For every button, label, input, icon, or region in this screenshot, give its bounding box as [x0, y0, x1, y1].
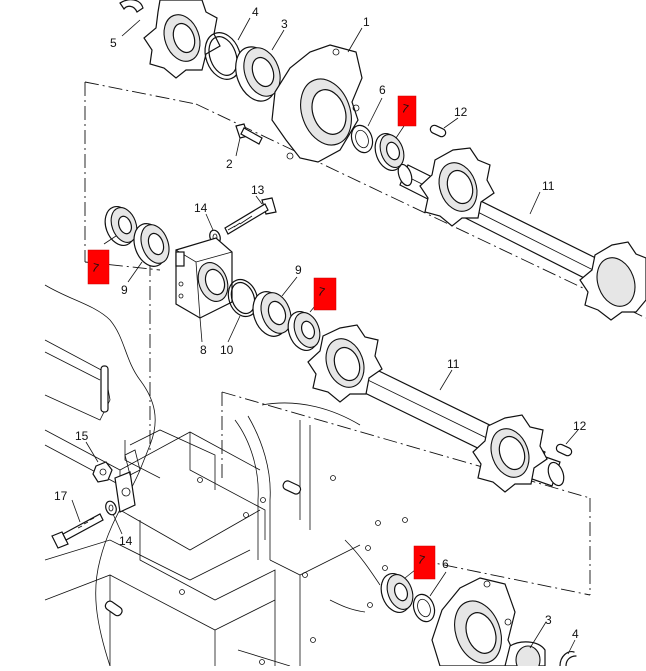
callout-12-lower: 12	[573, 419, 587, 433]
bolt-13	[224, 197, 277, 235]
callout-13: 13	[251, 183, 265, 197]
bearing-housing	[175, 237, 233, 319]
callout-1: 1	[363, 15, 370, 29]
seal-upper-right	[374, 133, 405, 171]
highlight-box-7-upper	[397, 95, 417, 127]
callout-2: 2	[226, 157, 233, 171]
highlight-box-7-lower	[413, 545, 436, 580]
callout-7-upper: 7	[400, 101, 410, 116]
flange-housing-upper	[271, 44, 363, 163]
sprocket-upper-left	[419, 147, 495, 227]
bearing-middle	[252, 291, 292, 337]
callout-15: 15	[75, 429, 89, 443]
bearing-upper	[235, 46, 281, 102]
callout-3: 3	[281, 17, 288, 31]
seal-middle	[287, 311, 321, 351]
spacer-ring-lower	[412, 593, 436, 623]
seal-left	[104, 206, 138, 246]
sprocket-top	[119, 0, 221, 79]
spacer-ring-upper	[350, 124, 374, 154]
assembly-boundary-lower	[221, 391, 591, 596]
callout-11: 11	[542, 179, 555, 193]
key-upper	[429, 124, 447, 138]
highlight-boxes	[87, 95, 436, 580]
key-lower	[555, 443, 573, 457]
callout-17: 17	[54, 489, 68, 503]
sprocket-lower-left	[307, 324, 383, 403]
callout-14-lower: 14	[119, 534, 133, 548]
callout-5: 5	[110, 36, 117, 50]
callout-4: 4	[252, 5, 259, 19]
bolt-upper	[235, 123, 263, 145]
bearing-lower	[504, 641, 546, 671]
callout-9-middle: 9	[295, 263, 302, 277]
callout-7-left: 7	[90, 260, 100, 275]
highlight-box-7-middle	[313, 277, 337, 311]
callout-3-lower: 3	[545, 613, 552, 627]
sprocket-upper-right	[579, 241, 646, 321]
washer-14-lower	[105, 500, 117, 516]
circlip-upper	[204, 32, 242, 80]
callout-12: 12	[454, 105, 468, 119]
callout-9-left: 9	[121, 283, 128, 297]
bolt-17	[51, 513, 104, 549]
callout-10: 10	[220, 343, 234, 357]
assembly-boundary-upper	[84, 81, 646, 450]
seal-lower	[380, 573, 414, 613]
callout-7-lower: 7	[416, 552, 426, 567]
bearing-left	[133, 223, 170, 267]
callout-4-lower: 4	[572, 627, 579, 641]
callout-6-lower: 6	[442, 557, 449, 571]
callout-7-middle: 7	[316, 284, 326, 299]
callout-labels: 1 2 3 4 5 6 7 12 11 13 14 7 9 9 7 8 10 1…	[54, 5, 587, 641]
circlip-middle	[227, 278, 259, 318]
nut-15	[92, 461, 113, 483]
callout-11-lower: 11	[447, 357, 460, 371]
highlight-box-7-left	[87, 249, 110, 285]
flange-housing-lower	[431, 577, 521, 667]
circlip-lower	[559, 651, 577, 667]
callout-6: 6	[379, 83, 386, 97]
callout-8: 8	[200, 343, 207, 357]
sprocket-lower-right	[472, 414, 548, 493]
callout-14: 14	[194, 201, 208, 215]
